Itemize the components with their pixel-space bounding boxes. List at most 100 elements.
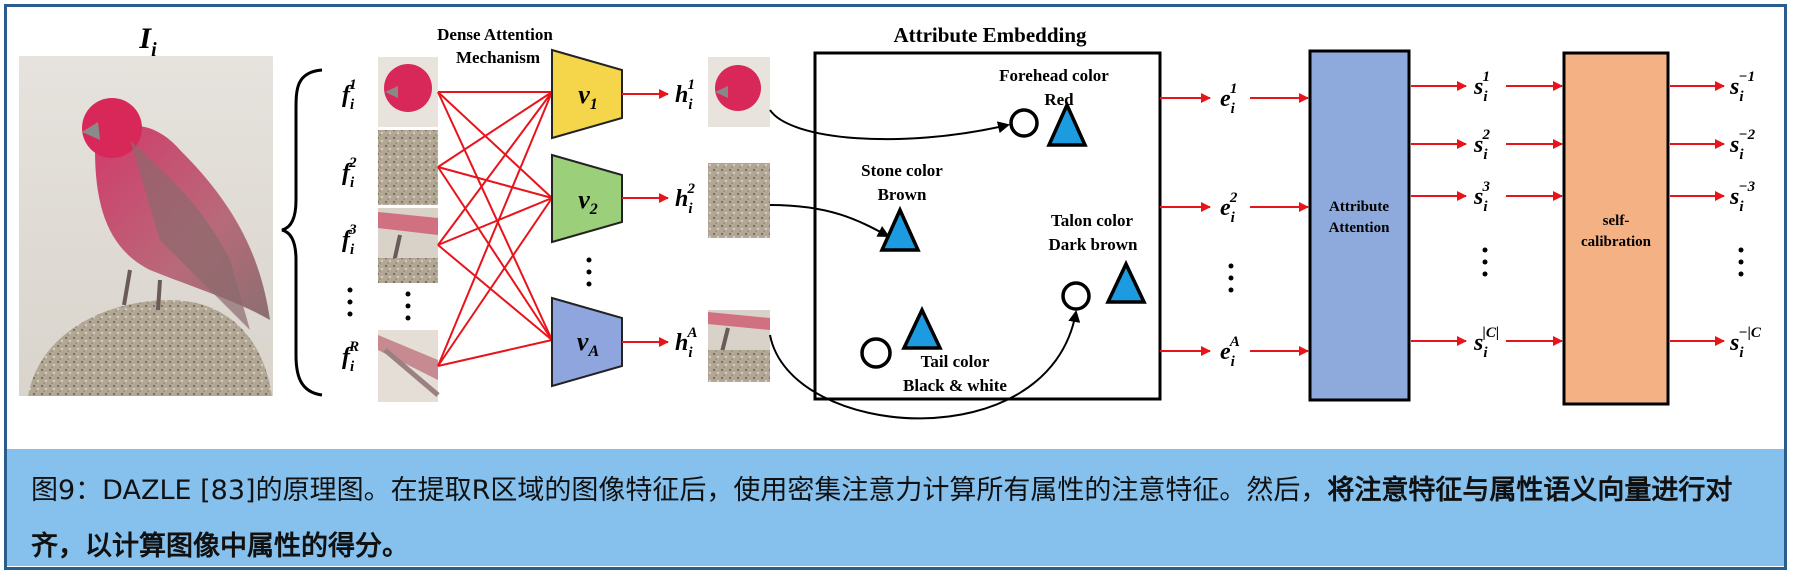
score-ellipsis	[1482, 247, 1488, 277]
svg-text:hiA: hiA	[675, 325, 698, 361]
attribute-stone-line1: Stone color	[861, 161, 943, 180]
svg-text:ei1: ei 1	[1220, 81, 1237, 117]
svg-text:fi2: fi2	[342, 155, 357, 191]
attended-feature-1-sup: 1	[688, 77, 696, 93]
calibrated-score-2-sub: i	[1739, 147, 1744, 163]
attribute-forehead-line2: Red	[1044, 90, 1074, 109]
semantic-vector-stone	[879, 205, 921, 252]
calibrated-score-1-sub: i	[1739, 89, 1744, 105]
score-2-sub: i	[1483, 147, 1488, 163]
dazle-diagram: Ii fi1 fi2 fi3 fiR	[19, 22, 1762, 420]
embedding-a: e	[1220, 339, 1231, 365]
projected-feature-talon	[1061, 281, 1091, 311]
score-1: s	[1473, 74, 1483, 100]
projected-feature-forehead	[1009, 108, 1039, 138]
feature-label-2: f	[342, 160, 352, 186]
embedding-title: Attribute Embedding	[893, 23, 1087, 47]
score-3-sub: i	[1483, 199, 1488, 215]
feature-label-1: f	[342, 82, 352, 108]
projection-arrow-2	[769, 204, 890, 237]
patch-tail	[378, 330, 440, 402]
score-3: s	[1473, 184, 1483, 210]
projection-arrow-1	[769, 109, 1010, 141]
self-calibration-line2: calibration	[1581, 234, 1652, 250]
score-c-sup: |C|	[1483, 325, 1500, 341]
calibrated-score-3-sub: i	[1739, 199, 1744, 215]
attention-node-va-label: v	[577, 327, 589, 356]
attended-patch-1	[708, 57, 770, 127]
semantic-vector-tail	[901, 305, 943, 350]
calibrated-score-2: s	[1729, 132, 1739, 158]
attention-node-va-sub: A	[587, 343, 599, 360]
feature-label-3: f	[342, 227, 352, 253]
feature-ellipsis	[347, 287, 411, 321]
dense-attention-connections	[437, 91, 553, 367]
attention-ellipsis	[586, 257, 592, 287]
attention-node-v1: v1	[551, 48, 623, 140]
svg-text:Ii: Ii	[138, 22, 157, 61]
score-c-sub: i	[1483, 345, 1488, 361]
score-3-sup: 3	[1482, 179, 1491, 195]
patch-head	[378, 57, 438, 127]
svg-text:fi1: fi 1	[342, 77, 357, 113]
calibrated-score-c: s	[1729, 330, 1739, 356]
svg-text:v2: v2	[578, 185, 598, 218]
embedding-1-sup: 1	[1230, 81, 1238, 97]
embedding-a-sub: i	[1231, 354, 1236, 370]
calibrated-score-ellipsis	[1738, 247, 1744, 277]
attended-feature-1-sub: i	[688, 97, 693, 113]
calibrated-score-c-sup: −|C	[1739, 325, 1762, 341]
score-2: s	[1473, 132, 1483, 158]
attribute-attention-line1: Attribute	[1329, 199, 1389, 215]
attribute-attention-box	[1308, 49, 1411, 402]
calibrated-score-1-sup: −1	[1739, 69, 1756, 85]
patch-talon	[378, 208, 438, 283]
attribute-embedding-box	[813, 51, 1162, 401]
figure-caption: 图9：DAZLE [83]的原理图。在提取R区域的图像特征后，使用密集注意力计算…	[7, 449, 1784, 566]
attribute-talon-line2: Dark brown	[1049, 235, 1138, 254]
embedding-2-sub: i	[1231, 210, 1236, 226]
attention-node-v2-label: v	[578, 185, 590, 214]
attended-feature-1: h	[675, 82, 688, 108]
score-1-sup: 1	[1483, 69, 1491, 85]
feature-label-3-sup: 3	[348, 222, 357, 238]
attended-patch-a	[708, 310, 770, 382]
embedding-1-sub: i	[1231, 101, 1236, 117]
feature-label-3-sub: i	[350, 242, 355, 258]
svg-text:fi3: fi 3	[342, 222, 357, 258]
attended-patch-2	[708, 163, 770, 238]
svg-text:hi2: hi2	[675, 181, 696, 217]
embedding-a-sup: A	[1229, 334, 1240, 350]
self-calibration-line1: self-	[1603, 213, 1630, 229]
embedding-1: e	[1220, 86, 1231, 112]
feature-label-r-sup: R	[348, 339, 359, 355]
attended-feature-2: h	[675, 186, 688, 212]
attribute-forehead-line1: Forehead color	[999, 66, 1109, 85]
feature-label-r-sub: i	[350, 359, 355, 375]
semantic-vector-forehead	[1046, 100, 1088, 147]
embedding-ellipsis	[1228, 263, 1234, 293]
attribute-attention-line2: Attention	[1329, 220, 1390, 236]
feature-label-1-sup: 1	[349, 77, 357, 93]
attended-feature-a-sup: A	[687, 325, 698, 341]
feature-label-1-sub: i	[350, 97, 355, 113]
svg-text:si|C|: si|C|	[1473, 325, 1499, 361]
attended-feature-a: h	[675, 330, 688, 356]
input-bird-image	[19, 56, 273, 396]
svg-text:si−1: si −1	[1729, 69, 1755, 105]
calibrated-score-1: s	[1729, 74, 1739, 100]
score-2-sup: 2	[1482, 127, 1491, 143]
calibrated-score-3: s	[1729, 184, 1739, 210]
attention-node-v2-sub: 2	[589, 201, 598, 218]
feature-label-2-sub: i	[350, 175, 355, 191]
attribute-stone-line2: Brown	[878, 185, 927, 204]
embedding-2-sup: 2	[1229, 190, 1238, 206]
svg-text:fiR: fiR	[342, 339, 359, 375]
region-patches	[378, 57, 440, 402]
input-label-sub: i	[151, 39, 157, 61]
projection-arrow-a	[769, 310, 1081, 420]
svg-text:vA: vA	[577, 327, 600, 360]
input-label: I	[138, 22, 152, 55]
attention-node-v1-sub: 1	[590, 96, 598, 113]
svg-text:si−3: si−3	[1729, 179, 1756, 215]
